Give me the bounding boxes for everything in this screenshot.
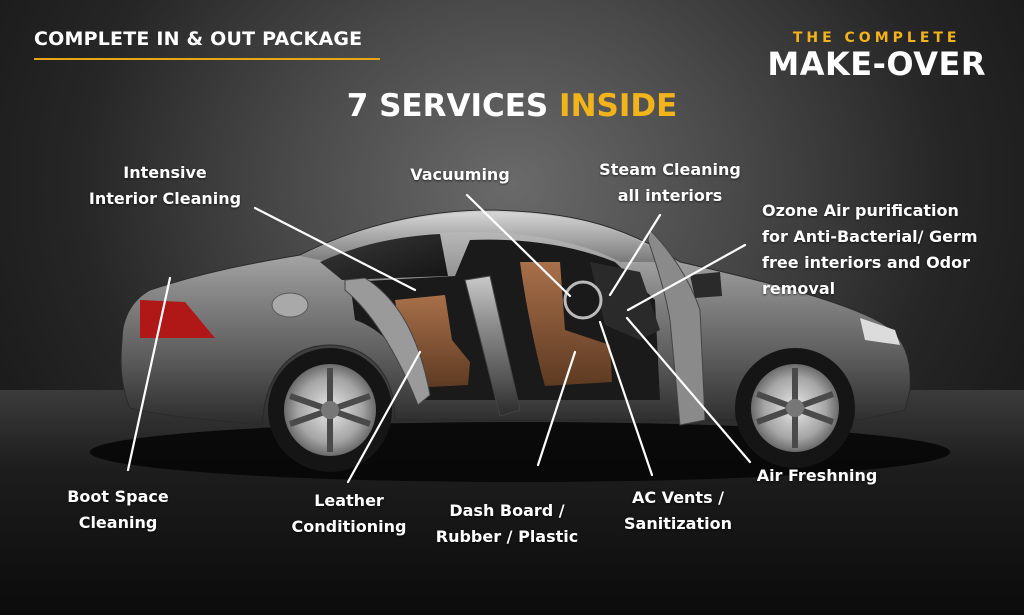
front-door-right <box>647 228 706 426</box>
pointer-intensive-interior <box>253 206 417 292</box>
callout-line: Boot Space <box>67 487 169 506</box>
fuel-cap <box>271 292 309 318</box>
pointer-dashboard <box>536 350 577 467</box>
callout-line: Interior Cleaning <box>88 189 242 208</box>
callout-boot-space: Boot Space Cleaning <box>50 484 186 536</box>
services-headline: 7 SERVICES INSIDE <box>0 88 1024 124</box>
brand-tagline: THE COMPLETE <box>792 30 961 46</box>
pointer-ozone <box>626 243 747 312</box>
front-door-open <box>464 275 521 417</box>
callout-line: removal <box>762 279 836 298</box>
callout-line: all interiors <box>617 186 723 205</box>
callout-line: Air Freshning <box>756 466 878 485</box>
callout-intensive-interior: Intensive Interior Cleaning <box>82 160 248 212</box>
callout-line: Sanitization <box>624 514 732 533</box>
title-underline <box>34 58 380 60</box>
callout-vacuuming: Vacuuming <box>400 162 520 188</box>
package-header: COMPLETE IN & OUT PACKAGE <box>34 28 380 60</box>
car-roof <box>300 212 676 262</box>
headline-prefix: 7 SERVICES <box>346 88 560 124</box>
callout-line: Leather <box>314 491 384 510</box>
rear-wheel <box>268 348 392 472</box>
callout-dashboard: Dash Board / Rubber / Plastic <box>424 498 590 550</box>
pointer-vacuuming <box>465 193 572 298</box>
steering-wheel <box>563 280 603 320</box>
side-mirror <box>690 272 722 298</box>
brand-name: MAKE-OVER <box>767 45 986 83</box>
dashboard-panel <box>590 262 660 340</box>
callout-line: Cleaning <box>78 513 158 532</box>
callout-pointers <box>126 193 752 484</box>
callout-leather: Leather Conditioning <box>284 488 414 540</box>
callout-line: for Anti-Bacterial/ Germ <box>762 227 978 246</box>
callout-line: Vacuuming <box>410 165 510 184</box>
brand-logo: THE COMPLETE MAKE-OVER <box>767 30 986 80</box>
pointer-leather <box>346 350 422 484</box>
callout-steam-cleaning: Steam Cleaning all interiors <box>590 157 750 209</box>
headlight <box>860 318 900 345</box>
callout-line: Ozone Air purification <box>762 201 959 220</box>
callout-ac-vents: AC Vents / Sanitization <box>612 485 744 537</box>
pointer-boot-space <box>126 276 172 472</box>
package-title: COMPLETE IN & OUT PACKAGE <box>34 28 363 50</box>
callout-line: Conditioning <box>291 517 407 536</box>
callout-line: Rubber / Plastic <box>435 527 579 546</box>
callout-ozone: Ozone Air purification for Anti-Bacteria… <box>762 198 1002 302</box>
front-wheel <box>735 348 855 468</box>
callout-line: Steam Cleaning <box>599 160 741 179</box>
callout-line: Intensive <box>123 163 207 182</box>
callout-line: Dash Board / <box>449 501 565 520</box>
front-seat <box>520 262 612 386</box>
pointer-ac-vents <box>598 320 654 477</box>
callout-line: AC Vents / <box>631 488 725 507</box>
callout-air-freshning: Air Freshning <box>748 463 886 489</box>
callout-line: free interiors and Odor <box>762 253 970 272</box>
rear-window <box>320 234 448 280</box>
headline-highlight: INSIDE <box>559 88 678 124</box>
pointer-air-freshning <box>625 316 752 464</box>
pointer-steam-cleaning <box>608 213 662 297</box>
